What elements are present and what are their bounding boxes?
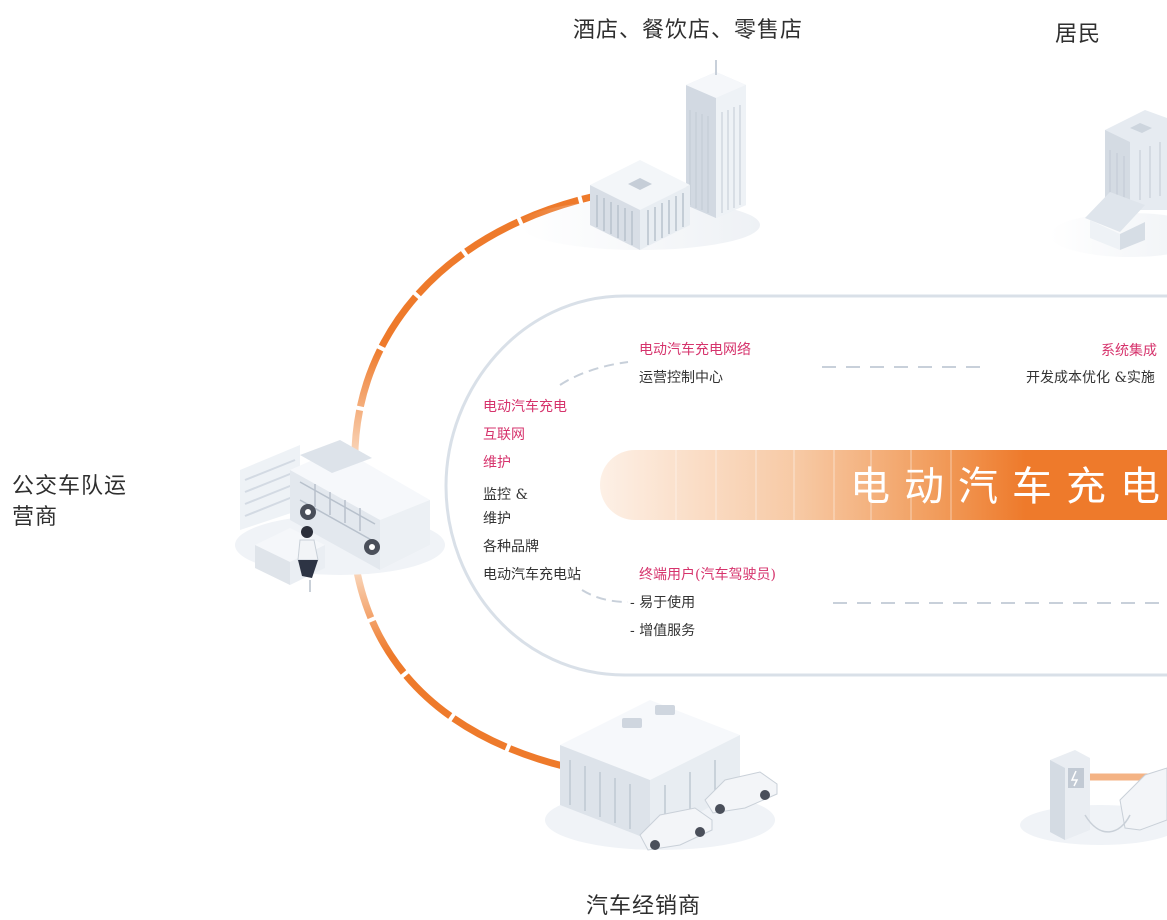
integration-subtitle: 开发成本优化 &实施 [1026, 370, 1155, 386]
banner-bar [600, 450, 1167, 520]
integration-title: 系统集成 [1101, 343, 1157, 359]
charging-station-illustration [1020, 750, 1167, 845]
network-title: 电动汽车充电网络 [639, 342, 751, 358]
car-dealership-illustration [545, 700, 778, 851]
network-subtitle: 运营控制中心 [639, 370, 723, 386]
enduser-item-2: - 增值服务 [630, 623, 696, 639]
inner-track [444, 294, 1167, 677]
left-title-1: 电动汽车充电 [483, 399, 567, 415]
enduser-item-1-text: 易于使用 [639, 595, 696, 611]
enduser-item-1: - 易于使用 [630, 595, 696, 611]
bus-depot-illustration [235, 440, 445, 592]
residential-buildings-illustration [1050, 110, 1167, 257]
enduser-title: 终端用户(汽车驾驶员) [639, 567, 776, 583]
label-bus-fleet-operator-line1: 公交车队运 [12, 474, 128, 499]
label-bus-fleet-operator-line2: 营商 [12, 505, 59, 530]
left-title-3: 维护 [483, 455, 511, 471]
track-arc-bottom [351, 559, 581, 774]
dash-enduser [581, 589, 629, 603]
left-item-2: 维护 [483, 511, 511, 527]
label-residents: 居民 [1055, 22, 1102, 47]
label-car-dealer: 汽车经销商 [586, 894, 702, 919]
left-item-3: 各种品牌 [483, 539, 539, 555]
banner-title: 电动汽车充电 [850, 464, 1167, 510]
left-item-1: 监控 & [483, 487, 528, 503]
left-title-2: 互联网 [483, 427, 525, 443]
label-hotels-retail: 酒店、餐饮店、零售店 [573, 18, 804, 43]
hotel-buildings-illustration [520, 60, 760, 250]
dash-network [559, 361, 629, 386]
label-bus-fleet-operator: 公交车队运 营商 [12, 471, 127, 533]
left-item-4: 电动汽车充电站 [483, 567, 581, 583]
enduser-item-2-text: 增值服务 [639, 623, 696, 639]
